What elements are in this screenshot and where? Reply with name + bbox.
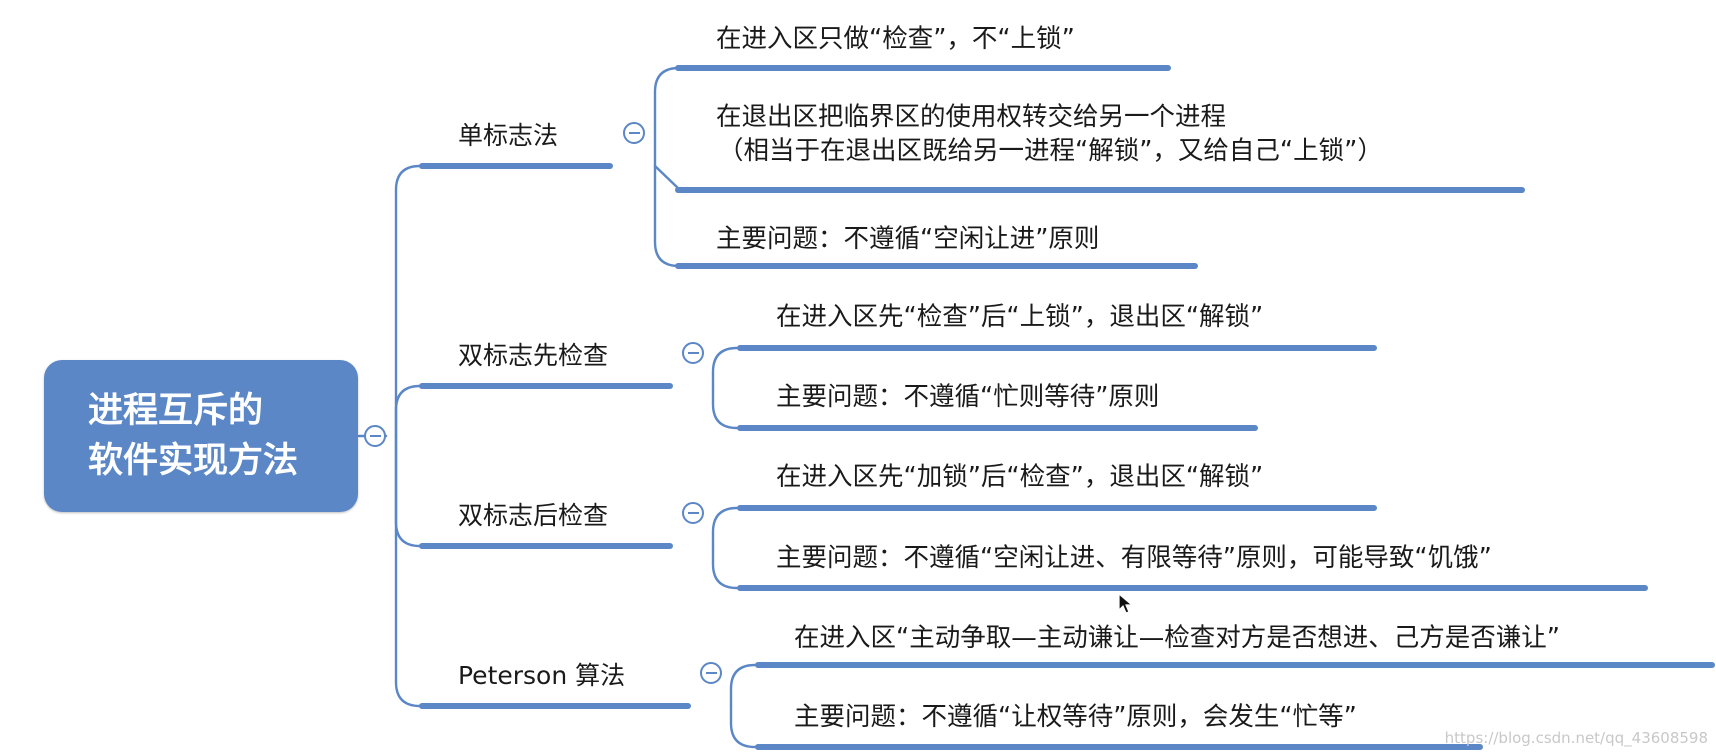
leaf-line: 在进入区先“检查”后“上锁”，退出区“解锁” bbox=[776, 302, 1264, 332]
leaf-text[interactable]: 在进入区“主动争取—主动谦让—检查对方是否想进、己方是否谦让” bbox=[794, 621, 1560, 655]
trunk-branch bbox=[394, 384, 426, 438]
leaf-text[interactable]: 在退出区把临界区的使用权转交给另一个进程 （相当于在退出区既给另一进程“解锁”，… bbox=[716, 100, 1383, 168]
method-collapse-icon[interactable] bbox=[682, 502, 704, 524]
method-branch bbox=[729, 663, 762, 708]
leaf-text[interactable]: 主要问题：不遵循“让权等待”原则，会发生“忙等” bbox=[794, 700, 1357, 734]
method-branch bbox=[653, 164, 682, 192]
leaf-line: 主要问题：不遵循“空闲让进”原则 bbox=[716, 224, 1100, 254]
method-branch bbox=[711, 544, 744, 590]
leaf-text[interactable]: 主要问题：不遵循“空闲让进、有限等待”原则，可能导致“饥饿” bbox=[776, 541, 1492, 575]
leaf-line: 主要问题：不遵循“空闲让进、有限等待”原则，可能导致“饥饿” bbox=[776, 543, 1492, 573]
method-collapse-icon[interactable] bbox=[682, 342, 704, 364]
leaf-line: 在退出区把临界区的使用权转交给另一个进程 bbox=[716, 102, 1227, 132]
method-label[interactable]: 双标志后检查 bbox=[458, 501, 609, 530]
leaf-line: 在进入区先“加锁”后“检查”，退出区“解锁” bbox=[776, 462, 1264, 492]
method-branch bbox=[711, 346, 744, 388]
leaf-text[interactable]: 在进入区只做“检查”，不“上锁” bbox=[716, 22, 1075, 56]
leaf-line: 在进入区“主动争取—主动谦让—检查对方是否想进、己方是否谦让” bbox=[794, 623, 1560, 653]
root-title-line1: 进程互斥的 bbox=[88, 391, 264, 431]
method-label[interactable]: 单标志法 bbox=[458, 121, 559, 150]
method-branch bbox=[711, 506, 744, 548]
method-branch bbox=[729, 704, 762, 749]
leaf-line: 主要问题：不遵循“忙则等待”原则 bbox=[776, 382, 1160, 412]
method-branch bbox=[653, 164, 682, 268]
leaf-text[interactable]: 主要问题：不遵循“忙则等待”原则 bbox=[776, 380, 1159, 414]
method-collapse-icon[interactable] bbox=[623, 122, 645, 144]
leaf-line: 在进入区只做“检查”，不“上锁” bbox=[716, 24, 1075, 54]
leaf-text[interactable]: 在进入区先“加锁”后“检查”，退出区“解锁” bbox=[776, 460, 1263, 494]
mouse-pointer-icon bbox=[1118, 593, 1134, 614]
method-branch bbox=[653, 66, 682, 168]
leaf-text[interactable]: 主要问题：不遵循“空闲让进”原则 bbox=[716, 222, 1099, 256]
root-collapse-icon[interactable] bbox=[364, 425, 386, 447]
method-collapse-icon[interactable] bbox=[700, 662, 722, 684]
method-branch bbox=[711, 384, 744, 430]
method-label[interactable]: Peterson 算法 bbox=[458, 661, 626, 690]
trunk-branch bbox=[394, 434, 426, 708]
trunk-branch bbox=[394, 434, 426, 548]
watermark: https://blog.csdn.net/qq_43608598 bbox=[1444, 729, 1708, 747]
leaf-line: 主要问题：不遵循“让权等待”原则，会发生“忙等” bbox=[794, 702, 1357, 732]
leaf-text[interactable]: 在进入区先“检查”后“上锁”，退出区“解锁” bbox=[776, 300, 1263, 334]
root-node[interactable]: 进程互斥的 软件实现方法 bbox=[44, 360, 358, 512]
root-title-line2: 软件实现方法 bbox=[88, 441, 299, 481]
method-label[interactable]: 双标志先检查 bbox=[458, 341, 609, 370]
leaf-line: （相当于在退出区既给另一进程“解锁”，又给自己“上锁”） bbox=[718, 136, 1383, 166]
